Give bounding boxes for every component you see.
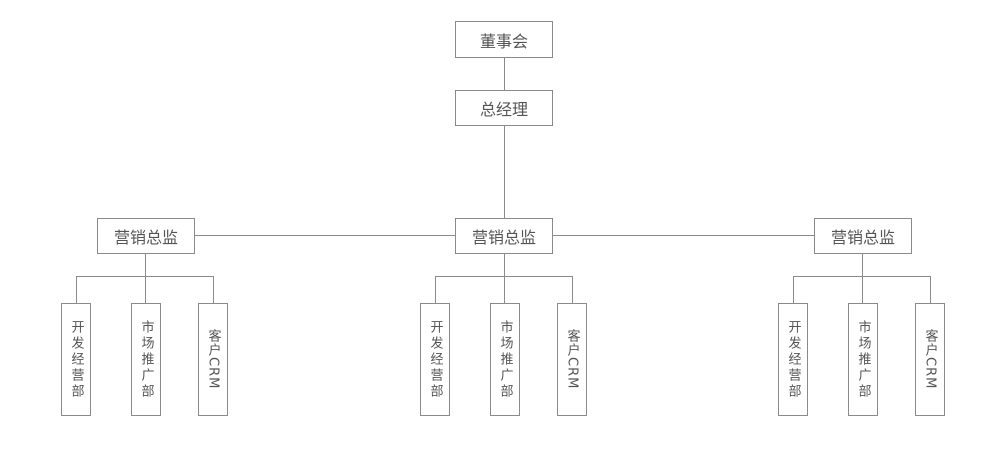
dept-label: 市场推广部 [497,319,513,400]
connector-left-director-down [145,253,146,277]
dept-label: 市场推广部 [855,319,871,400]
connector-right-dept3 [930,276,931,303]
node-director-right: 营销总监 [814,218,912,254]
connector-right-director-down [862,253,863,277]
connector-center-director-down [504,253,505,277]
connector-left-dept3 [213,276,214,303]
node-director-center: 营销总监 [455,218,553,254]
node-dept-crm: 客户CRM [557,303,587,416]
dept-label: 客户CRM [922,329,938,390]
node-director-label: 营销总监 [830,228,895,247]
node-dept-development: 开发经营部 [778,303,808,416]
connector-right-dept1 [793,276,794,303]
dept-label: 客户CRM [564,329,580,390]
dept-label: 市场推广部 [138,319,154,400]
connector-center-dept1 [435,276,436,303]
node-general-manager: 总经理 [455,90,553,126]
connector-center-dept2 [504,276,505,303]
dept-label: 开发经营部 [427,319,443,400]
node-gm-label: 总经理 [479,100,528,119]
connector-left-dept1 [76,276,77,303]
node-director-label: 营销总监 [471,228,536,247]
dept-label: 开发经营部 [785,319,801,400]
node-dept-development: 开发经营部 [420,303,450,416]
node-board-label: 董事会 [479,31,528,51]
node-dept-development: 开发经营部 [61,303,91,416]
node-dept-crm: 客户CRM [198,303,228,416]
connector-board-gm [504,57,505,90]
connector-right-dept2 [862,276,863,303]
dept-label: 客户CRM [205,329,221,390]
node-director-label: 营销总监 [113,228,178,247]
dept-label: 开发经营部 [68,319,84,400]
node-dept-marketing: 市场推广部 [131,303,161,416]
connector-left-dept2 [145,276,146,303]
node-dept-marketing: 市场推广部 [490,303,520,416]
node-dept-marketing: 市场推广部 [848,303,878,416]
connector-gm-center-director [504,125,505,218]
node-director-left: 营销总监 [97,218,195,254]
connector-center-dept3 [572,276,573,303]
node-dept-crm: 客户CRM [915,303,945,416]
node-board: 董事会 [455,21,553,58]
